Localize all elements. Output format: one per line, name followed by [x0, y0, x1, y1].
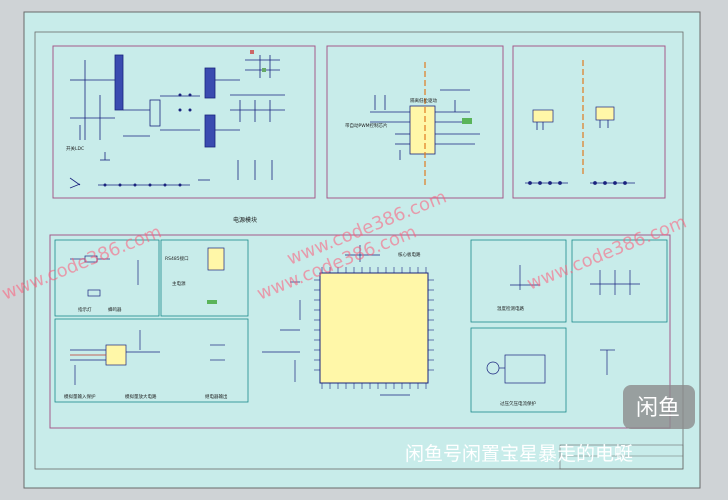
block-main-board [49, 234, 671, 429]
block-power-supply [52, 45, 316, 199]
schematic-sheet [23, 11, 701, 489]
overlay-logo-box [623, 385, 695, 429]
label-analog-in: 模拟量输入保护 [64, 393, 96, 400]
sub-block-relay [470, 239, 567, 323]
rs485-chip [207, 247, 225, 271]
label-rs485: RS485接口 [165, 255, 189, 262]
label-pwm: 带自动PWM控制芯片 [345, 122, 388, 129]
overlay-caption: 闲鱼号闲置宝星暴走的电蜓 [405, 443, 633, 465]
sub-block-protect [470, 327, 567, 413]
pwm-green-part [462, 118, 472, 124]
protect-circuit [486, 354, 546, 384]
sheet-inner-frame [34, 31, 684, 470]
pwm-circuit [370, 89, 480, 160]
analog-circuit [70, 330, 225, 385]
label-temp-sense: 温度检测电路 [497, 305, 524, 312]
sub-block-temp [571, 239, 668, 323]
temp-circuit [590, 270, 640, 375]
title-block [559, 444, 684, 470]
label-indicator: 指示灯 [78, 306, 92, 313]
analog-chip [105, 344, 127, 366]
sensor-chip-2 [595, 106, 615, 121]
rs485-connector [207, 300, 217, 304]
block-sensors [512, 45, 666, 199]
label-rs485-main: 主电源 [172, 280, 186, 287]
power-supply-circuit [69, 54, 285, 189]
mcu-pins [314, 267, 434, 389]
power-supply-components [103, 50, 266, 187]
mcu-title: 核心板电路 [398, 251, 421, 258]
label-buzzer: 蜂鸣器 [108, 306, 122, 313]
sub-block-rs485 [160, 239, 249, 317]
mcu-chip [319, 272, 429, 384]
label-protect: 过压欠压电流保护 [500, 400, 536, 407]
relay-circuit [510, 265, 540, 290]
indicator-circuit [70, 255, 139, 297]
sub-block-analog [54, 318, 249, 403]
sensor-connectors [525, 120, 635, 185]
sensor-chip-1 [532, 109, 554, 123]
label-analog-amp: 模拟量放大电路 [125, 393, 157, 400]
mcu-peripheral-wires [262, 245, 410, 396]
sub-block-indicator [54, 239, 160, 317]
block-pwm-driver [326, 45, 504, 199]
label-relay-out: 继电器输出 [205, 393, 228, 400]
section-title: 电源模块 [233, 216, 257, 224]
overlay-logo-text: 闲鱼 [636, 396, 680, 421]
label-power-block: 开关LDC [66, 145, 84, 152]
label-mosfet-block: 隔离低位驱动 [410, 97, 437, 104]
